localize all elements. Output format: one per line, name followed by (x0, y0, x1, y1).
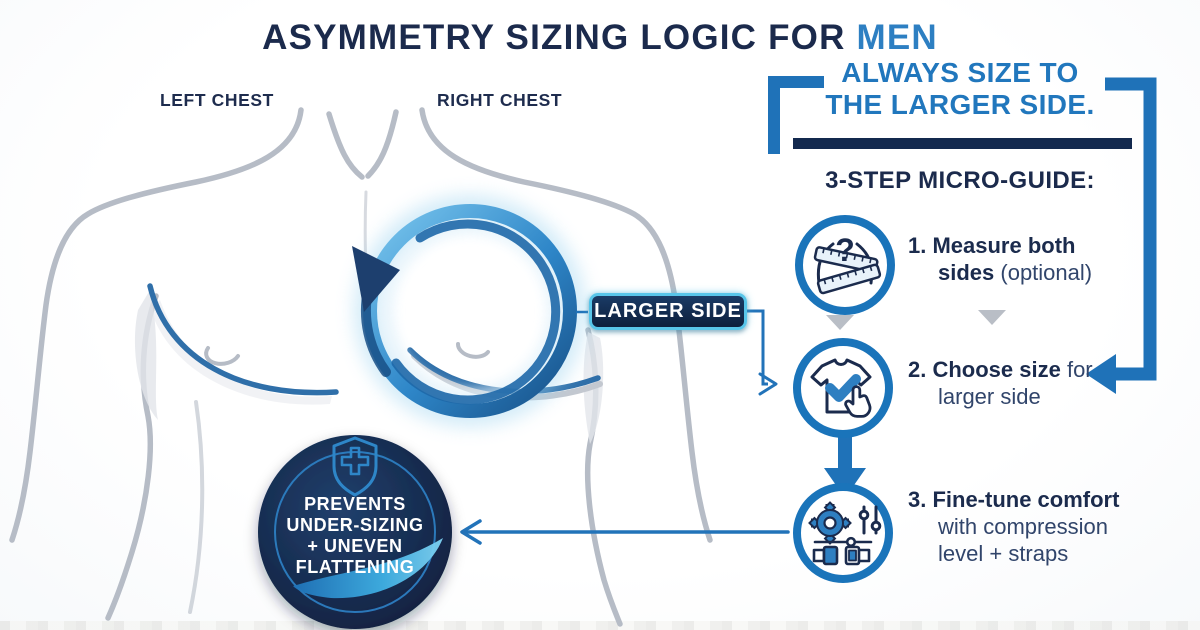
step-3-text: 3. Fine-tune comfort with compression le… (908, 486, 1119, 567)
badge-line-1: PREVENTS (304, 494, 406, 514)
step-flow-triangles (826, 310, 1006, 330)
bottom-edge-artifact (0, 621, 1200, 630)
question-mark-glyph: ? (835, 232, 855, 268)
headline-bracket-arrow-right (1086, 77, 1157, 394)
larger-side-highlight-ring (352, 195, 586, 427)
larger-side-tag: LARGER SIDE (589, 293, 747, 330)
step-1-line-2-bold: sides (938, 260, 995, 285)
step-2-line-1-regular: for (1060, 357, 1093, 382)
step-3-line-2: with compression (938, 514, 1108, 539)
torso-shading (134, 290, 604, 444)
headline-line-1: ALWAYS SIZE TO (841, 57, 1079, 88)
shield-cross-icon (332, 436, 378, 497)
step-3-line-1: 3. Fine-tune comfort (908, 487, 1120, 512)
step2-to-step3-arrow (824, 436, 866, 498)
page-title: ASYMMETRY SIZING LOGIC FOR MEN (0, 18, 1200, 58)
benefit-badge-text: PREVENTS UNDER-SIZING + UNEVEN FLATTENIN… (255, 494, 455, 578)
badge-line-4: FLATTENING (295, 557, 415, 577)
step-3-line-3: level + straps (938, 541, 1069, 566)
step-2-text: 2. Choose size for larger side (908, 356, 1093, 410)
left-chest-label: LEFT CHEST (160, 90, 274, 110)
headline-underline-bar (793, 138, 1132, 149)
measure-tape-icon: ? (795, 215, 895, 315)
step-1-line-2-regular: (optional) (994, 260, 1093, 285)
step-2-line-2: larger side (938, 384, 1041, 409)
badge-line-2: UNDER-SIZING (286, 515, 424, 535)
page-title-accent: MEN (856, 18, 938, 57)
panel-headline: ALWAYS SIZE TO THE LARGER SIDE. (790, 57, 1130, 121)
right-chest-label: RIGHT CHEST (437, 90, 563, 110)
badge-line-3: + UNEVEN (307, 536, 403, 556)
headline-line-2: THE LARGER SIDE. (825, 89, 1095, 120)
circular-arrowhead (352, 246, 400, 312)
chest-crease-lines (147, 283, 603, 401)
step-2-line-1-bold: 2. Choose size (908, 357, 1061, 382)
tune-settings-icon (793, 483, 893, 583)
badge-arrow (460, 519, 790, 545)
step-1-text: 1. Measure both sides (optional) (908, 232, 1092, 286)
page-title-main: ASYMMETRY SIZING LOGIC FOR (262, 18, 846, 57)
guide-heading: 3-STEP MICRO-GUIDE: (825, 167, 1095, 194)
tshirt-select-icon (793, 338, 893, 438)
step-1-line-1: 1. Measure both (908, 233, 1076, 258)
